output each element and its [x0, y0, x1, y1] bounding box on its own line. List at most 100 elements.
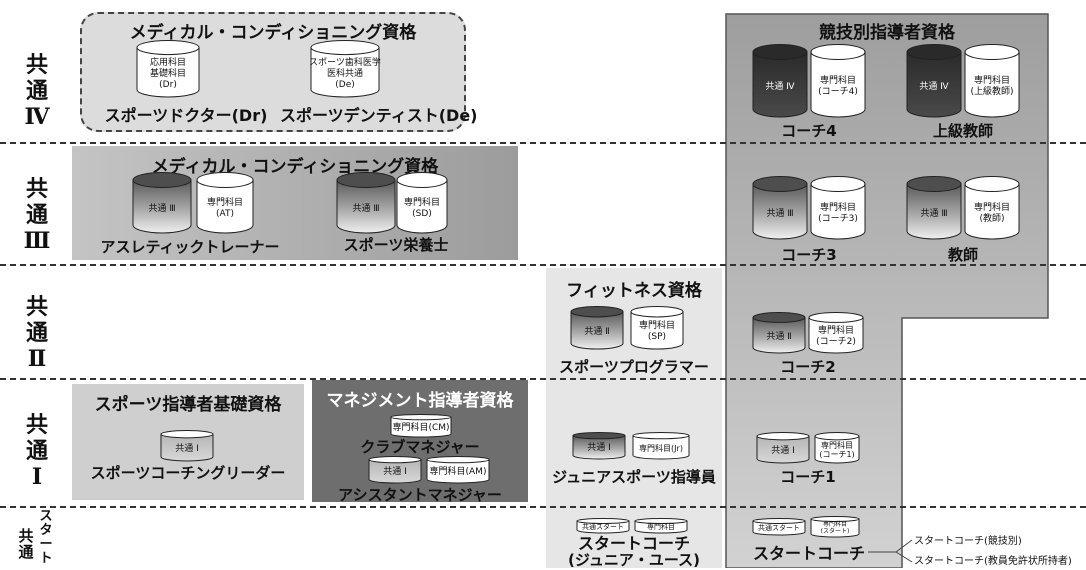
caption-coach2: コーチ2 — [780, 358, 836, 376]
cyl-c1-common-label: 共通 Ⅰ — [771, 445, 795, 456]
cylinder-sp-spec: 専門科目 (SP) — [630, 306, 684, 350]
cylinder-c1-spec: 専門科目 (コーチ1) — [814, 432, 860, 464]
cyl-start-jr-spec-label: 専門科目 — [647, 522, 675, 531]
cylinder-shape — [808, 312, 864, 354]
cyl-c4-common-label: 共通 Ⅳ — [765, 81, 795, 92]
cylinder-c3-spec: 専門科目 (コーチ3) — [810, 176, 866, 240]
cyl-c1-spec-line1: 専門科目 — [821, 441, 853, 450]
cyl-sc-common-label: 共通スタート — [758, 524, 800, 532]
cylinder-tx-spec: 専門科目 (上級教師) — [964, 44, 1020, 118]
cylinder-sd-spec: 専門科目 (SD) — [396, 172, 448, 234]
cyl-tx-common-label: 共通 Ⅳ — [919, 81, 949, 92]
cylinder-shape — [964, 44, 1020, 118]
caption-club-manager: クラブマネジャー — [360, 438, 480, 456]
cylinder-shape — [396, 172, 448, 234]
cylinder-tx-common: 共通 Ⅳ — [906, 44, 962, 118]
cylinder-shape — [756, 432, 810, 464]
cyl-c1-spec-line2: (コーチ1) — [819, 450, 855, 459]
cyl-de-line1: スポーツ歯科医学 — [309, 57, 381, 68]
fitness-title: フィットネス資格 — [566, 281, 702, 301]
cyl-c2-spec-line1: 専門科目 — [817, 326, 854, 336]
caption-coaching-leader: スポーツコーチングリーダー — [90, 464, 286, 482]
cylinder-shape — [576, 518, 630, 534]
divider-ii-i — [0, 378, 1086, 380]
cyl-sc-spec-line1: 専門科目 — [822, 521, 847, 528]
cyl-c3-spec-line2: (コーチ3) — [818, 214, 858, 224]
caption-sports-programmer: スポーツプログラマー — [559, 358, 709, 376]
cylinder-shape — [632, 432, 690, 460]
cylinder-c4-common: 共通 Ⅳ — [752, 44, 808, 118]
cyl-c4-spec-line1: 専門科目 — [819, 76, 856, 86]
cylinder-dr: 応用科目 基礎科目 (Dr) — [136, 40, 200, 98]
divider-iii-ii — [0, 264, 1086, 266]
cylinder-shape — [368, 456, 422, 484]
cylinder-shape — [572, 432, 626, 460]
caption-coach3: コーチ3 — [781, 246, 837, 264]
cyl-sd-spec-line2: (SD) — [412, 209, 432, 219]
competitive-title: 競技別指導者資格 — [819, 23, 955, 43]
management-title: マネジメント指導者資格 — [326, 391, 514, 411]
caption-sports-dentist: スポーツデンティスト(De) — [280, 106, 478, 125]
cyl-dr-line2: 基礎科目 — [149, 68, 186, 79]
cylinder-shape — [752, 176, 808, 240]
cyl-sc-spec-line2: (スタート) — [820, 528, 850, 535]
cyl-at-spec-line2: (AT) — [216, 209, 234, 219]
cylinder-c2-spec: 専門科目 (コーチ2) — [808, 312, 864, 354]
cyl-basic-common-label: 共通 Ⅰ — [175, 443, 199, 454]
cyl-c2-common-label: 共通 Ⅱ — [766, 331, 792, 342]
cylinder-shape — [630, 306, 684, 350]
cylinder-shape — [964, 176, 1020, 240]
cyl-c3-common-label: 共通 Ⅲ — [766, 208, 794, 219]
cylinder-shape — [810, 176, 866, 240]
cylinder-de: スポーツ歯科医学 医科共通 (De) — [309, 40, 381, 98]
cylinder-shape — [814, 432, 860, 464]
cylinder-shape — [810, 44, 866, 118]
cyl-t3-spec-line2: (教師) — [979, 214, 1005, 224]
cylinder-shape — [570, 306, 624, 350]
cylinder-shape — [196, 172, 254, 234]
caption-senior-teacher: 上級教師 — [932, 122, 993, 140]
caption-junior-youth: (ジュニア・ユース) — [568, 551, 700, 569]
cylinder-jr-spec: 専門科目(Jr) — [632, 432, 690, 460]
cylinder-c3-common: 共通 Ⅲ — [752, 176, 808, 240]
caption-junior-sports-instructor: ジュニアスポーツ指導員 — [552, 468, 716, 486]
start-coach-note-teacher: スタートコーチ(教員免許状所持者) — [914, 556, 1072, 567]
start-coach-note-competitive: スタートコーチ(競技別) — [914, 536, 1022, 547]
cyl-t3-spec-line1: 専門科目 — [973, 203, 1010, 213]
divider-iv-iii — [0, 142, 1086, 144]
cylinder-sc-spec: 専門科目 (スタート) — [810, 516, 860, 538]
cyl-at-spec-line1: 専門科目 — [206, 198, 243, 208]
cylinder-shape — [336, 172, 396, 234]
cylinder-shape — [390, 414, 452, 438]
cylinder-shape — [634, 518, 688, 534]
cylinder-cm-spec: 専門科目(CM) — [390, 414, 452, 438]
cyl-t3-common-label: 共通 Ⅲ — [920, 208, 948, 219]
tier-label-start: 共通 スタート — [18, 509, 53, 566]
management-panel — [312, 380, 528, 502]
cyl-am-spec-label: 専門科目(AM) — [429, 466, 487, 477]
divider-i-start — [0, 506, 1086, 508]
cyl-start-jr-common-label: 共通スタート — [582, 522, 624, 531]
caption-athletic-trainer: アスレティックトレーナー — [100, 238, 280, 256]
cyl-tx-spec-line2: (上級教師) — [970, 87, 1014, 97]
cylinder-shape — [752, 44, 808, 118]
cyl-c3-spec-line1: 専門科目 — [819, 203, 856, 213]
caption-assistant-manager: アシスタントマネジャー — [338, 486, 502, 504]
caption-teacher: 教師 — [947, 246, 978, 264]
caption-sports-doctor: スポーツドクター(Dr) — [104, 106, 268, 125]
cylinder-shape — [752, 312, 806, 354]
cylinder-shape — [810, 516, 860, 538]
cyl-sp-spec-line2: (SP) — [647, 332, 667, 342]
cyl-c2-spec-line2: (コーチ2) — [816, 337, 856, 347]
caption-coach4: コーチ4 — [781, 122, 837, 140]
cylinder-start-jr-spec: 専門科目 — [634, 518, 688, 534]
medical3-title: メディカル・コンディショニング資格 — [151, 157, 439, 177]
caption-start-coach: スタートコーチ — [752, 544, 865, 563]
cyl-tx-spec-line1: 専門科目 — [973, 76, 1010, 86]
cylinder-sc-common: 共通スタート — [752, 518, 806, 536]
cyl-dr-line1: 応用科目 — [149, 57, 186, 68]
